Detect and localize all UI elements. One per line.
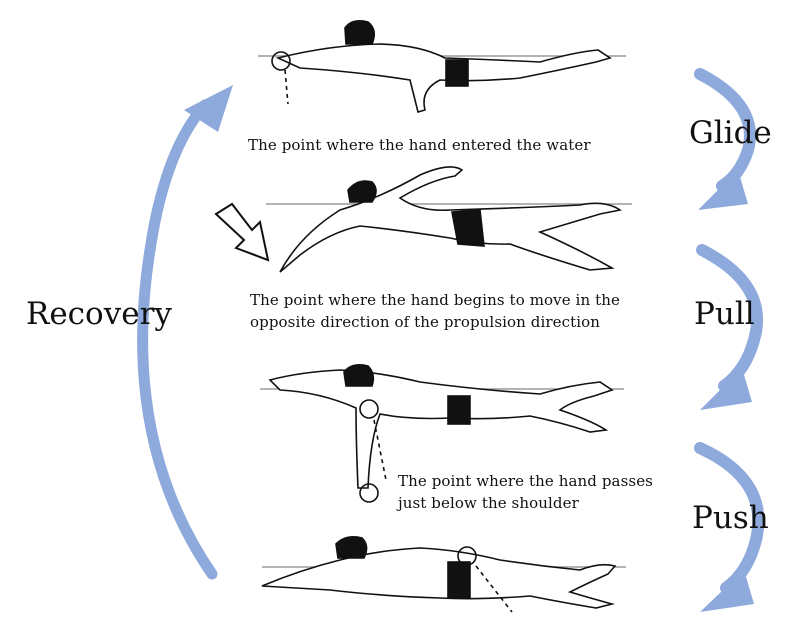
direction-arrow-icon (216, 204, 268, 260)
swimmer-glide (258, 21, 626, 112)
caption-entry-text: The point where the hand entered the wat… (248, 136, 591, 154)
phase-label-glide: Glide (689, 116, 772, 150)
caption-shoulder: The point where the hand passes just bel… (398, 470, 653, 514)
caption-shoulder-line1: The point where the hand passes (398, 470, 653, 492)
caption-entry: The point where the hand entered the wat… (248, 134, 591, 156)
caption-reverse-line1: The point where the hand begins to move … (250, 289, 620, 311)
phase-label-push: Push (692, 501, 769, 535)
caption-shoulder-line2: just below the shoulder (398, 492, 653, 514)
swimmer-recovery (262, 537, 626, 612)
swimmer-pull (266, 167, 632, 272)
phase-label-pull: Pull (694, 297, 755, 331)
phase-label-recovery: Recovery (26, 297, 172, 331)
caption-reverse-line2: opposite direction of the propulsion dir… (250, 311, 620, 333)
caption-reverse: The point where the hand begins to move … (250, 289, 620, 333)
